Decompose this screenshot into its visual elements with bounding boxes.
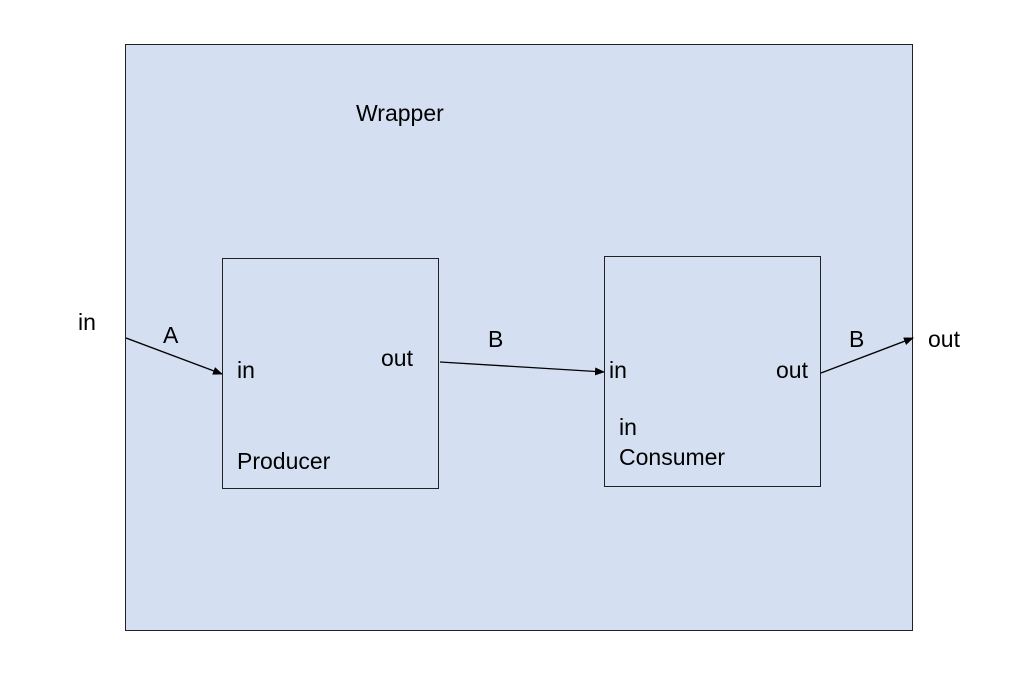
consumer-name-label: Consumer <box>619 444 726 470</box>
external-out-label: out <box>928 326 960 352</box>
producer-in-port-label: in <box>237 357 255 383</box>
edge-label-a: A <box>163 322 179 348</box>
external-in-label: in <box>78 309 96 335</box>
consumer-out-port-label: out <box>776 357 808 383</box>
producer-box <box>222 258 439 489</box>
consumer-box <box>604 256 821 487</box>
consumer-inner-in-label: in <box>619 414 637 440</box>
producer-out-port-label: out <box>381 345 413 371</box>
producer-name-label: Producer <box>237 448 331 474</box>
consumer-in-port-label: in <box>609 357 627 383</box>
edge-label-b-middle: B <box>488 326 504 352</box>
edge-label-b-right: B <box>849 326 865 352</box>
wrapper-title: Wrapper <box>356 100 444 126</box>
